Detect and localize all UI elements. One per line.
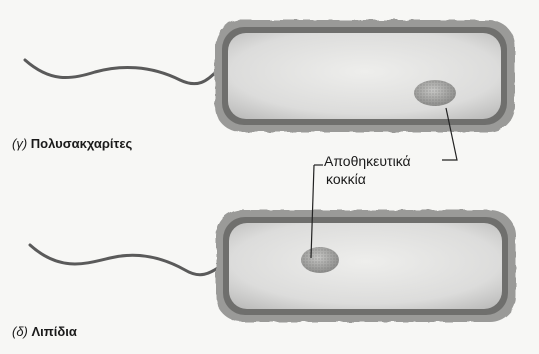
granule-texture-bottom: [301, 247, 339, 273]
label-name-c: Πολυσακχαρίτες: [31, 136, 132, 151]
callout-line-1: Αποθηκευτικά: [324, 152, 411, 170]
label-letter-c: (γ): [12, 136, 27, 151]
flagellum-top: [25, 60, 228, 84]
label-lipids: (δ) Λιπίδια: [12, 324, 77, 339]
label-letter-d: (δ): [12, 324, 28, 339]
flagellum-bottom: [30, 245, 228, 275]
granule-texture-top: [414, 80, 456, 106]
bacterium-bottom: [30, 210, 516, 322]
bacterium-top: [25, 20, 515, 132]
cell-cytoplasm-top: [228, 33, 501, 119]
callout-line-2: κοκκία: [324, 170, 411, 188]
storage-granules-callout: Αποθηκευτικά κοκκία: [324, 152, 411, 188]
cell-cytoplasm-bottom: [229, 223, 502, 309]
label-polysaccharides: (γ) Πολυσακχαρίτες: [12, 136, 132, 151]
label-name-d: Λιπίδια: [32, 324, 77, 339]
